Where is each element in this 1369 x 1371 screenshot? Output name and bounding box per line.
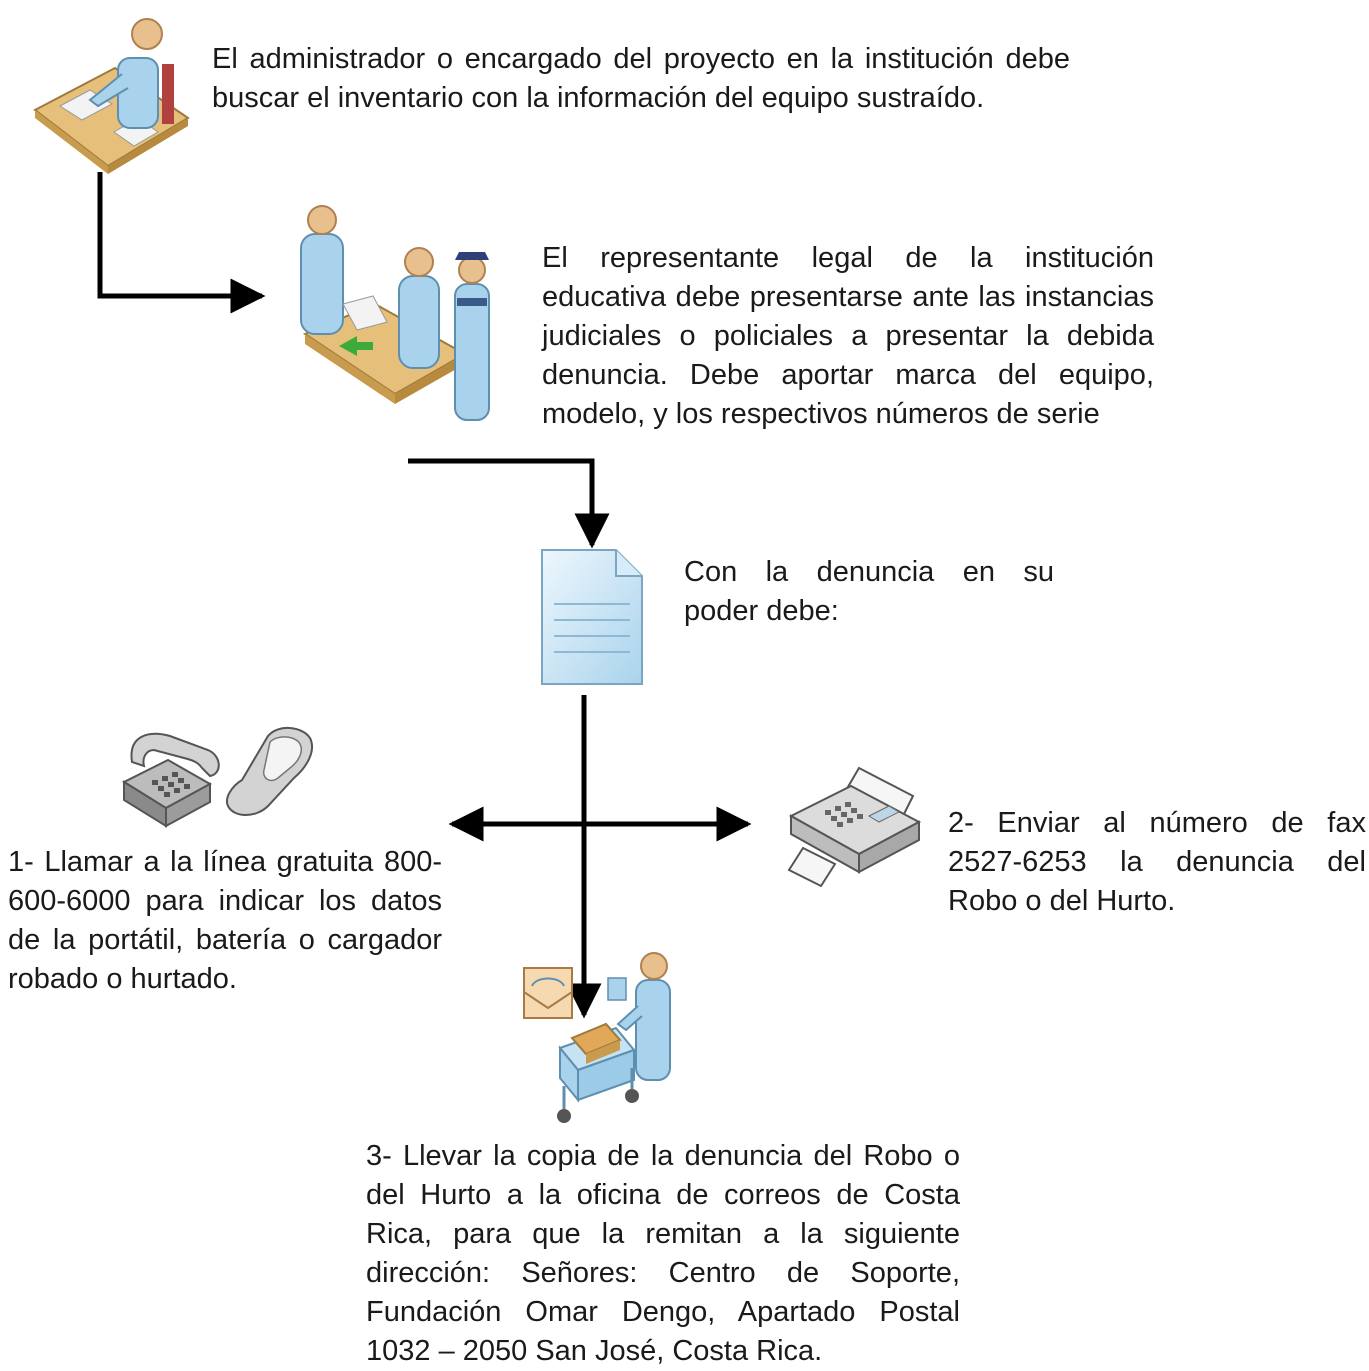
step1-text: El administrador o encargado del proyect…	[212, 43, 1070, 114]
mail-clerk-with-cart-icon	[523, 952, 671, 1123]
option1-call-text: 1- Llamar a la línea gratuita 800-600-60…	[8, 846, 442, 995]
step3-text: Con la denuncia en su poder debe:	[684, 556, 1054, 627]
option3-mail-text: 3- Llevar la copia de la denuncia del Ro…	[366, 1140, 960, 1367]
person-at-desk-icon	[33, 18, 190, 174]
fax-machine-icon	[787, 766, 922, 888]
arrow-step2-to-step3	[408, 458, 610, 549]
desk-phone-and-cell-phone-icon	[121, 727, 313, 828]
option2-fax-text: 2- Enviar al número de fax 2527-6253 la …	[948, 807, 1366, 917]
arrow-step1-to-step2	[97, 172, 266, 314]
step2-text: El representante legal de la institución…	[542, 242, 1154, 430]
document-icon	[541, 549, 643, 685]
people-at-counter-with-officer-icon	[300, 205, 490, 421]
